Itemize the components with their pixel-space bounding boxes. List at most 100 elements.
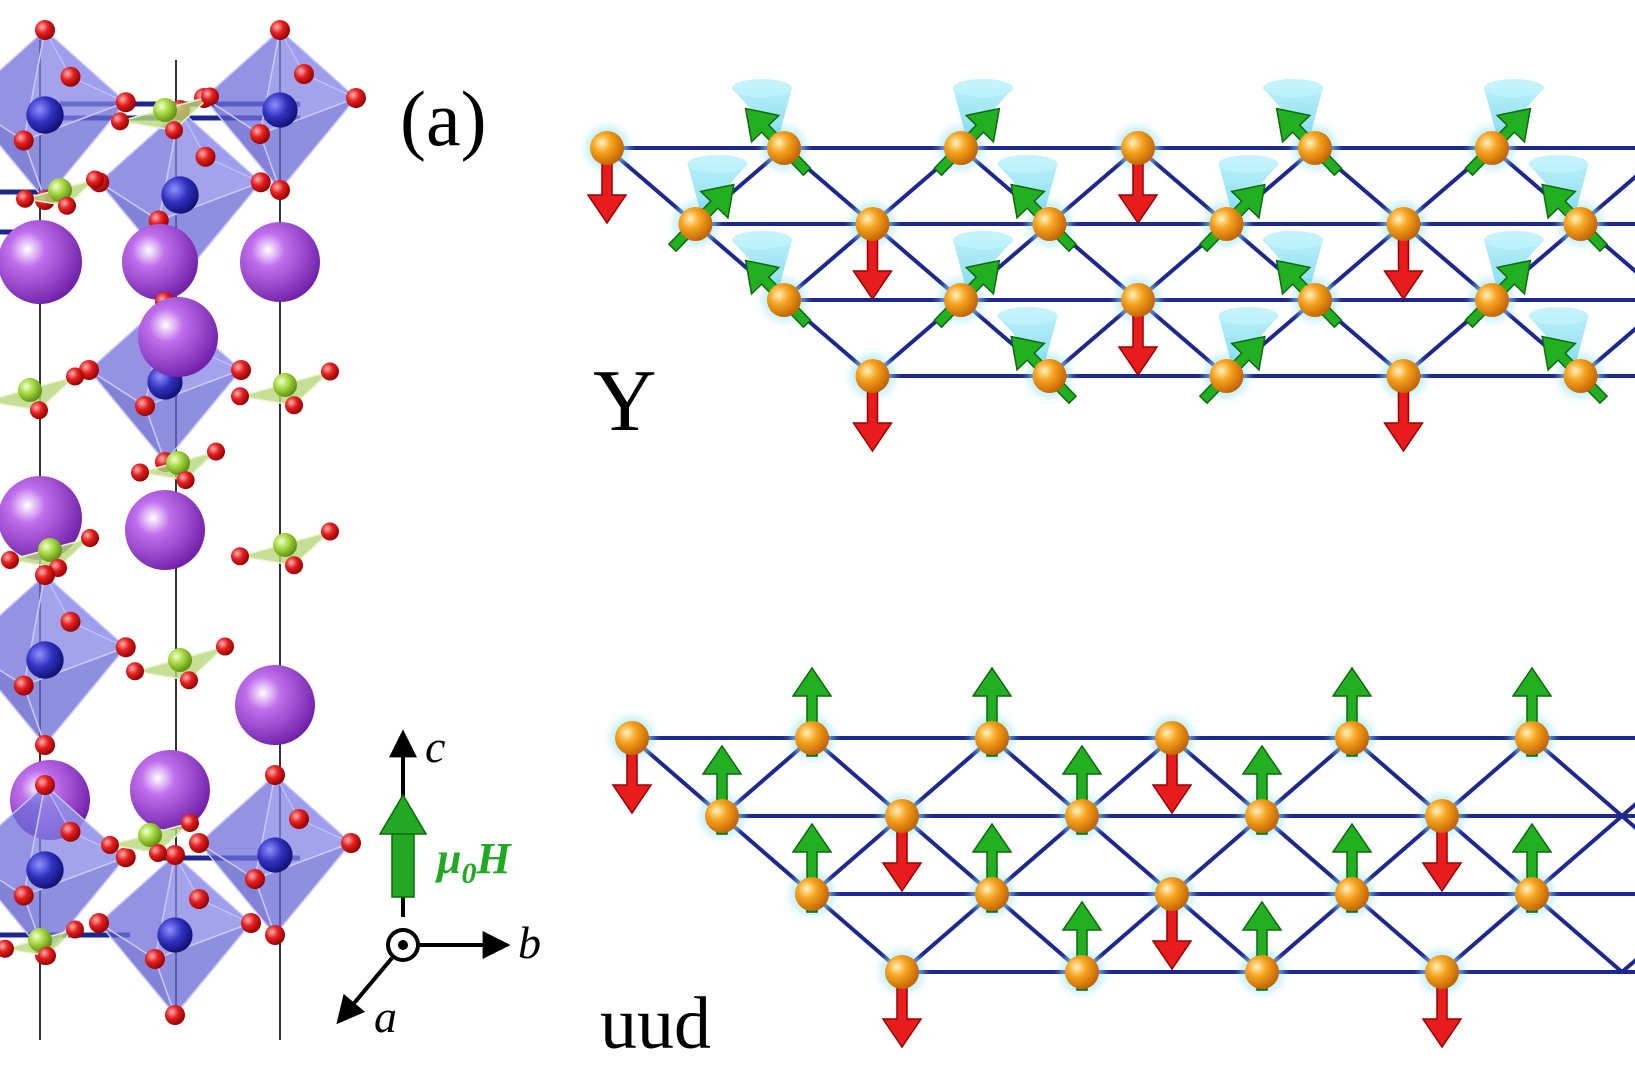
oxygen-atom xyxy=(30,401,48,420)
cone-rim xyxy=(953,79,1013,97)
octahedron-top-right xyxy=(194,20,366,200)
magnetic-site xyxy=(1335,721,1369,755)
uud-phase-lattice xyxy=(610,666,1635,1049)
oxygen-atom xyxy=(321,522,339,541)
oxygen-atom xyxy=(231,387,249,406)
magnetic-site xyxy=(1209,207,1244,241)
magnetic-site xyxy=(1245,955,1279,989)
lattice-bond xyxy=(1620,958,1635,974)
oxygen-atom xyxy=(250,124,270,144)
magnetic-site xyxy=(1298,283,1332,317)
magnetic-site xyxy=(975,721,1009,755)
oxygen-atom xyxy=(101,836,119,854)
tetrahedron-bottom xyxy=(101,814,199,862)
oxygen-atom xyxy=(265,765,285,785)
magnetic-site xyxy=(767,131,801,165)
magnetic-site xyxy=(885,955,919,989)
cone-rim xyxy=(997,155,1058,173)
oxygen-atom xyxy=(131,463,149,482)
magnetic-site xyxy=(975,877,1009,911)
oxygen-atom xyxy=(285,556,303,575)
oxygen-atom xyxy=(0,939,14,958)
small-cation-atom xyxy=(273,533,297,557)
small-cation-atom xyxy=(18,378,42,402)
cone-rim xyxy=(1218,155,1279,173)
oxygen-atom xyxy=(265,925,285,945)
oxygen-atom xyxy=(35,20,55,40)
oxygen-atom xyxy=(16,189,34,208)
oxygen-atom xyxy=(58,196,76,215)
axis-dot xyxy=(398,940,408,950)
oxygen-atom xyxy=(285,396,303,415)
oxygen-atom xyxy=(270,180,290,200)
oxygen-atom xyxy=(245,869,265,889)
oxygen-atom xyxy=(35,565,55,585)
large-cation-atom xyxy=(138,297,218,377)
magnetic-site xyxy=(1121,283,1155,317)
small-cation-atom xyxy=(166,451,190,475)
oxygen-atom xyxy=(231,547,249,566)
oxygen-atom xyxy=(13,675,34,696)
cone-rim xyxy=(997,307,1058,325)
oxygen-atom xyxy=(38,946,56,965)
tetrahedron-upper xyxy=(16,170,104,215)
oxygen-atom xyxy=(115,637,136,658)
magnetic-site xyxy=(767,283,801,317)
oxygen-atom xyxy=(201,87,219,106)
magnetic-site xyxy=(1209,359,1244,393)
oxygen-atom xyxy=(35,735,55,755)
magnetic-site xyxy=(1155,877,1189,911)
octahedron-bottom-right xyxy=(189,765,361,945)
oxygen-atom xyxy=(13,885,34,906)
oxygen-atom xyxy=(66,920,84,939)
tetrahedron-lower-right xyxy=(231,522,339,575)
small-cation-atom xyxy=(28,928,52,952)
oxygen-atom xyxy=(115,92,136,113)
field-arrow-head xyxy=(378,793,428,835)
oxygen-atom xyxy=(1,551,19,569)
cone-rim xyxy=(687,155,748,173)
field-arrow: μ0H xyxy=(378,793,512,898)
magnetic-site xyxy=(615,721,649,755)
magnetic-site xyxy=(885,799,919,833)
oxygen-atom xyxy=(270,20,290,40)
magnetic-site xyxy=(1065,955,1099,989)
c-axis-label: c xyxy=(425,721,445,772)
oxygen-atom xyxy=(66,367,84,386)
large-cation-atom xyxy=(122,224,198,300)
large-cation-atom xyxy=(130,750,210,830)
oxygen-atom xyxy=(13,130,34,151)
oxygen-atom xyxy=(341,833,361,853)
tetrahedron-mid-center xyxy=(131,442,225,490)
oxygen-atom xyxy=(189,833,209,853)
small-cation-atom xyxy=(153,98,177,122)
oxygen-atom xyxy=(60,611,81,632)
large-cation-atom xyxy=(0,220,82,304)
oxygen-atom xyxy=(346,88,366,108)
oxygen-atom xyxy=(79,360,99,380)
oxygen-atom xyxy=(180,671,198,690)
large-cation-atom xyxy=(125,490,205,570)
large-cation-atom xyxy=(0,476,82,560)
small-cation-atom xyxy=(273,373,297,397)
magnetic-site xyxy=(855,207,890,241)
magnetic-site xyxy=(1425,799,1459,833)
oxygen-atom xyxy=(81,529,99,547)
cone-rim xyxy=(1528,307,1589,325)
magnetic-site xyxy=(1563,359,1598,393)
large-cation-atom xyxy=(235,665,315,745)
oxygen-atom xyxy=(149,844,167,862)
oxygen-atom xyxy=(321,362,339,381)
oxygen-atom xyxy=(181,814,199,832)
magnetic-site xyxy=(1155,721,1189,755)
magnetic-site xyxy=(795,877,829,911)
a-axis-label: a xyxy=(374,991,397,1042)
cone-rim xyxy=(953,231,1013,249)
magnetic-site xyxy=(1515,877,1549,911)
oxygen-atom xyxy=(115,847,136,868)
magnetic-site xyxy=(1298,131,1332,165)
panel-label: (a) xyxy=(400,75,487,162)
magnetic-site xyxy=(1065,799,1099,833)
oxygen-atom xyxy=(176,471,195,490)
